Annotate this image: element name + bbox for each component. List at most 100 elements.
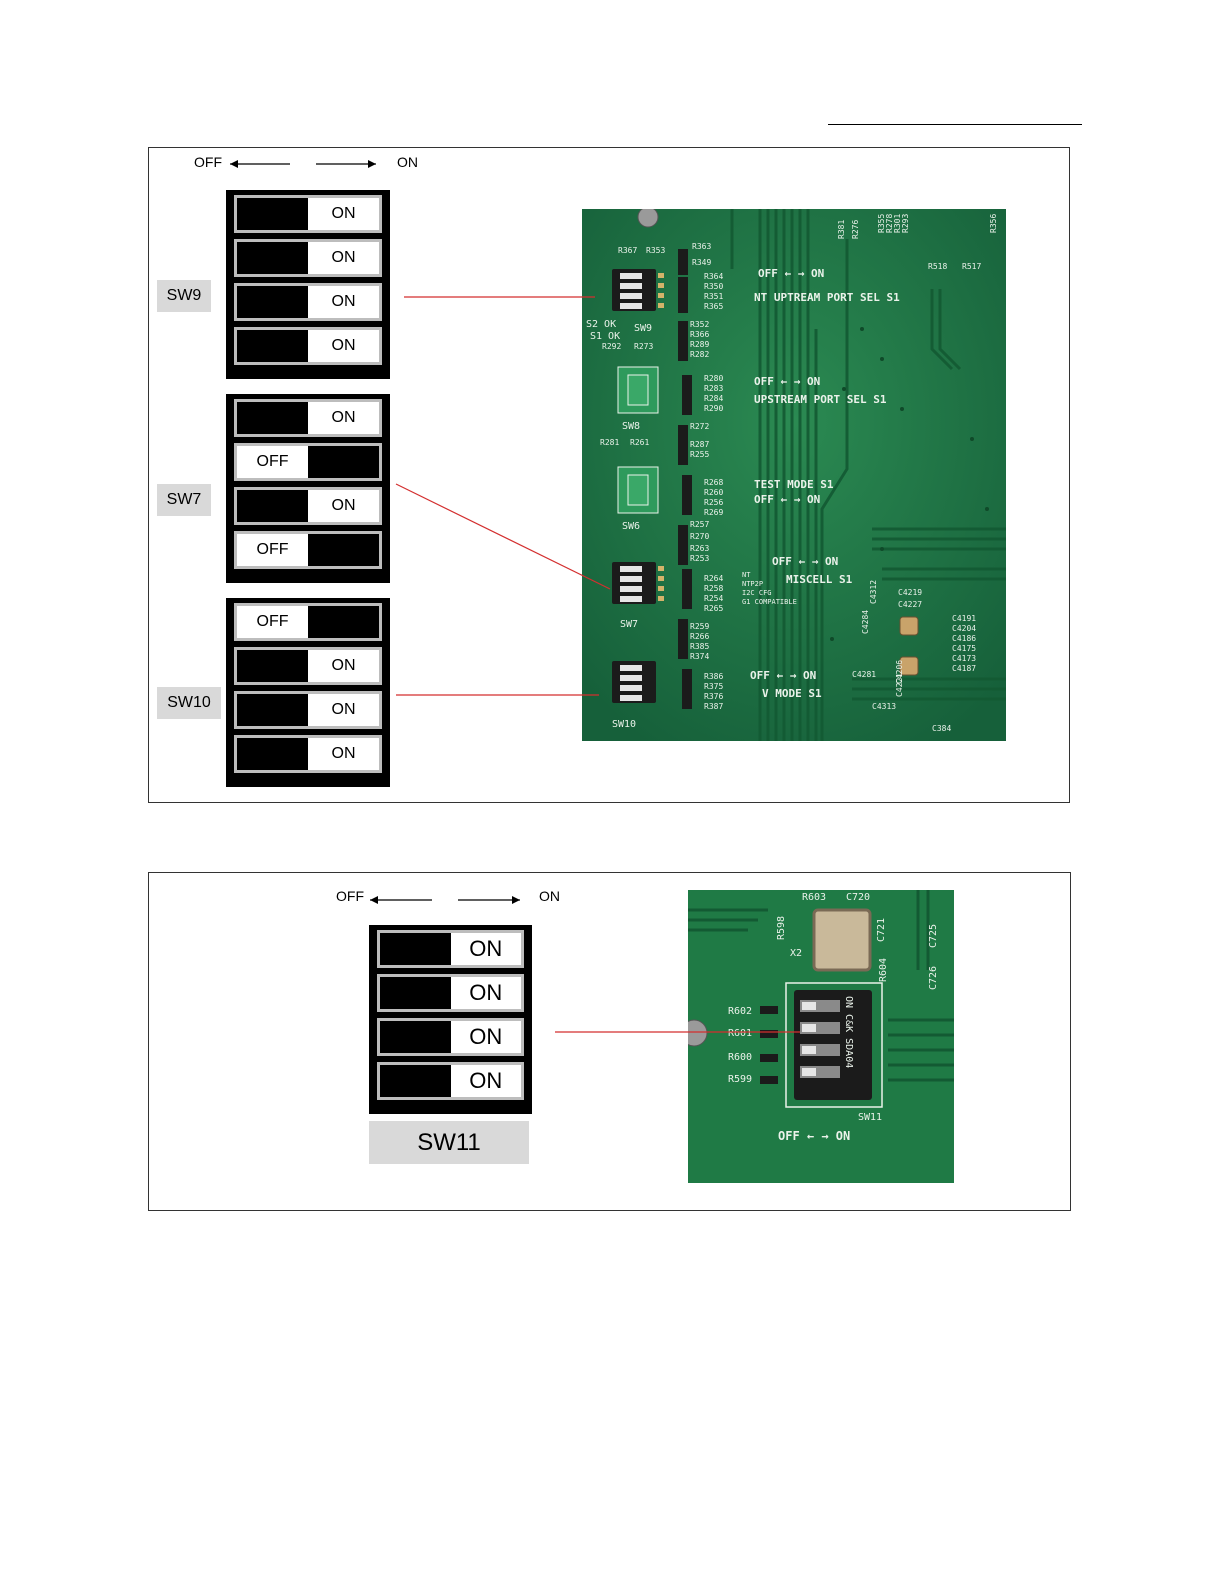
pcb-ref-r257: R257 — [690, 520, 709, 529]
pcb-ref-r365: R365 — [704, 302, 723, 311]
switch-tag-sw7: SW7 — [157, 484, 211, 516]
toggle-state-label: ON — [332, 409, 356, 427]
toggle-state-label: OFF — [257, 453, 289, 471]
pcb-ref-r385: R385 — [690, 642, 709, 651]
pcb-ref-r290: R290 — [704, 404, 723, 413]
pcb-ref-c4281: C4281 — [852, 670, 876, 679]
pcb-ref-r272: R272 — [690, 422, 709, 431]
toggle-state-label: ON — [332, 701, 356, 719]
pcb-ref-c720: C720 — [846, 892, 870, 903]
pcb-ref-c721: C721 — [876, 918, 887, 942]
pcb-ref-c4191: C4191 — [952, 614, 976, 623]
dip-switch-sw9: ON ON ON ON — [226, 190, 390, 379]
pcb-label-testmode: TEST MODE S1 — [754, 478, 834, 491]
pcb-ref-c384: C384 — [932, 724, 951, 733]
legend-on-label: ON — [397, 154, 418, 170]
toggle-state-label: ON — [332, 657, 356, 675]
pcb-label-offon-1: OFF ← → ON — [758, 267, 824, 280]
pcb-ref-r381: R381 — [837, 220, 846, 239]
toggle-sw9-4[interactable]: ON — [234, 327, 382, 365]
pcb-ref-r265: R265 — [704, 604, 723, 613]
toggle-sw10-1[interactable]: OFF — [234, 603, 382, 641]
pcb-ref-r260: R260 — [704, 488, 723, 497]
toggle-sw9-3[interactable]: ON — [234, 283, 382, 321]
pcb-ref-r376: R376 — [704, 692, 723, 701]
pcb-ref-r604: R604 — [878, 958, 889, 982]
pcb-ref-r387: R387 — [704, 702, 723, 711]
pcb-ref-c4173: C4173 — [952, 654, 976, 663]
pcb-ref-r266: R266 — [690, 632, 709, 641]
pcb-label-miscell: MISCELL S1 — [786, 573, 853, 586]
pcb-ref-r284: R284 — [704, 394, 723, 403]
toggle-state-label: ON — [332, 497, 356, 515]
pcb-ref-r349: R349 — [692, 258, 711, 267]
pcb-ref-r601: R601 — [728, 1028, 752, 1039]
dip-switch-sw10: OFF ON ON ON — [226, 598, 390, 787]
pcb-ref-r256: R256 — [704, 498, 723, 507]
pcb-ref-r600: R600 — [728, 1052, 752, 1063]
pcb-ref-c4284: C4284 — [861, 610, 870, 634]
toggle-state-label: ON — [469, 1024, 502, 1050]
pcb-ref-r269: R269 — [704, 508, 723, 517]
toggle-sw11-1[interactable]: ON — [377, 930, 524, 968]
toggle-sw7-4[interactable]: OFF — [234, 531, 382, 569]
pcb-ref-r599: R599 — [728, 1074, 752, 1085]
switch-tag-sw11: SW11 — [369, 1121, 529, 1164]
toggle-state-label: ON — [332, 337, 356, 355]
pcb-ref-r598: R598 — [776, 916, 787, 940]
pcb-ref-c4221: C4221 — [895, 673, 904, 697]
pcb-label-offon-2: OFF ← → ON — [754, 375, 820, 388]
pcb-ref-r289: R289 — [690, 340, 709, 349]
pcb-ref-r282: R282 — [690, 350, 709, 359]
pcb-ref-r293: R293 — [901, 214, 910, 233]
pcb-ref-r353: R353 — [646, 246, 665, 255]
pcb-ref-r367: R367 — [618, 246, 637, 255]
pcb-label-sw10: SW10 — [612, 719, 636, 730]
pcb-ref-c4219: C4219 — [898, 588, 922, 597]
pcb-label-sw6: SW6 — [622, 521, 640, 532]
toggle-sw10-3[interactable]: ON — [234, 691, 382, 729]
toggle-sw7-2[interactable]: OFF — [234, 443, 382, 481]
toggle-sw10-2[interactable]: ON — [234, 647, 382, 685]
toggle-sw9-2[interactable]: ON — [234, 239, 382, 277]
pcb-ref-r375: R375 — [704, 682, 723, 691]
header-rule — [828, 124, 1082, 125]
pcb-ref-r264: R264 — [704, 574, 723, 583]
pcb-ref-r517: R517 — [962, 262, 981, 271]
pcb-ref-r268: R268 — [704, 478, 723, 487]
pcb-ref-r350: R350 — [704, 282, 723, 291]
pcb-label-i2c: I2C CFG — [742, 589, 772, 597]
toggle-sw11-2[interactable]: ON — [377, 974, 524, 1012]
toggle-state-label: OFF — [257, 613, 289, 631]
pcb-ref-r356: R356 — [989, 214, 998, 233]
toggle-state-label: ON — [469, 980, 502, 1006]
pcb-label-offon-5: OFF ← → ON — [750, 669, 816, 682]
pcb-label-offon-sw11: OFF ← → ON — [778, 1129, 850, 1143]
toggle-sw7-3[interactable]: ON — [234, 487, 382, 525]
toggle-state-label: ON — [332, 293, 356, 311]
toggle-state-label: ON — [469, 1068, 502, 1094]
pcb-label-sw9: SW9 — [634, 323, 652, 334]
toggle-sw9-1[interactable]: ON — [234, 195, 382, 233]
toggle-sw10-4[interactable]: ON — [234, 735, 382, 773]
pcb-ref-r352: R352 — [690, 320, 709, 329]
pcb-ref-r281: R281 — [600, 438, 619, 447]
toggle-sw11-4[interactable]: ON — [377, 1062, 524, 1100]
toggle-state-label: ON — [332, 745, 356, 763]
off-on-legend: OFF ON — [194, 154, 434, 174]
figure-dip-switch-sw11: OFF ON ON ON ON ON SW11 — [148, 872, 1071, 1211]
toggle-sw7-1[interactable]: ON — [234, 399, 382, 437]
toggle-sw11-3[interactable]: ON — [377, 1018, 524, 1056]
toggle-state-label: OFF — [257, 541, 289, 559]
switch-tag-sw10: SW10 — [157, 687, 221, 719]
pcb-ref-r283: R283 — [704, 384, 723, 393]
pcb-label-offon-3: OFF ← → ON — [754, 493, 820, 506]
pcb-ref-r292: R292 — [602, 342, 621, 351]
pcb-label-ntup: NT UPTREAM PORT SEL S1 — [754, 291, 900, 304]
pcb-ref-r276: R276 — [851, 220, 860, 239]
pcb-label-s2ok: S2 OK — [586, 319, 616, 330]
off-on-legend-2: OFF ON — [336, 888, 576, 908]
pcb-label-nt: NT — [742, 571, 751, 579]
pcb-ref-r261: R261 — [630, 438, 649, 447]
